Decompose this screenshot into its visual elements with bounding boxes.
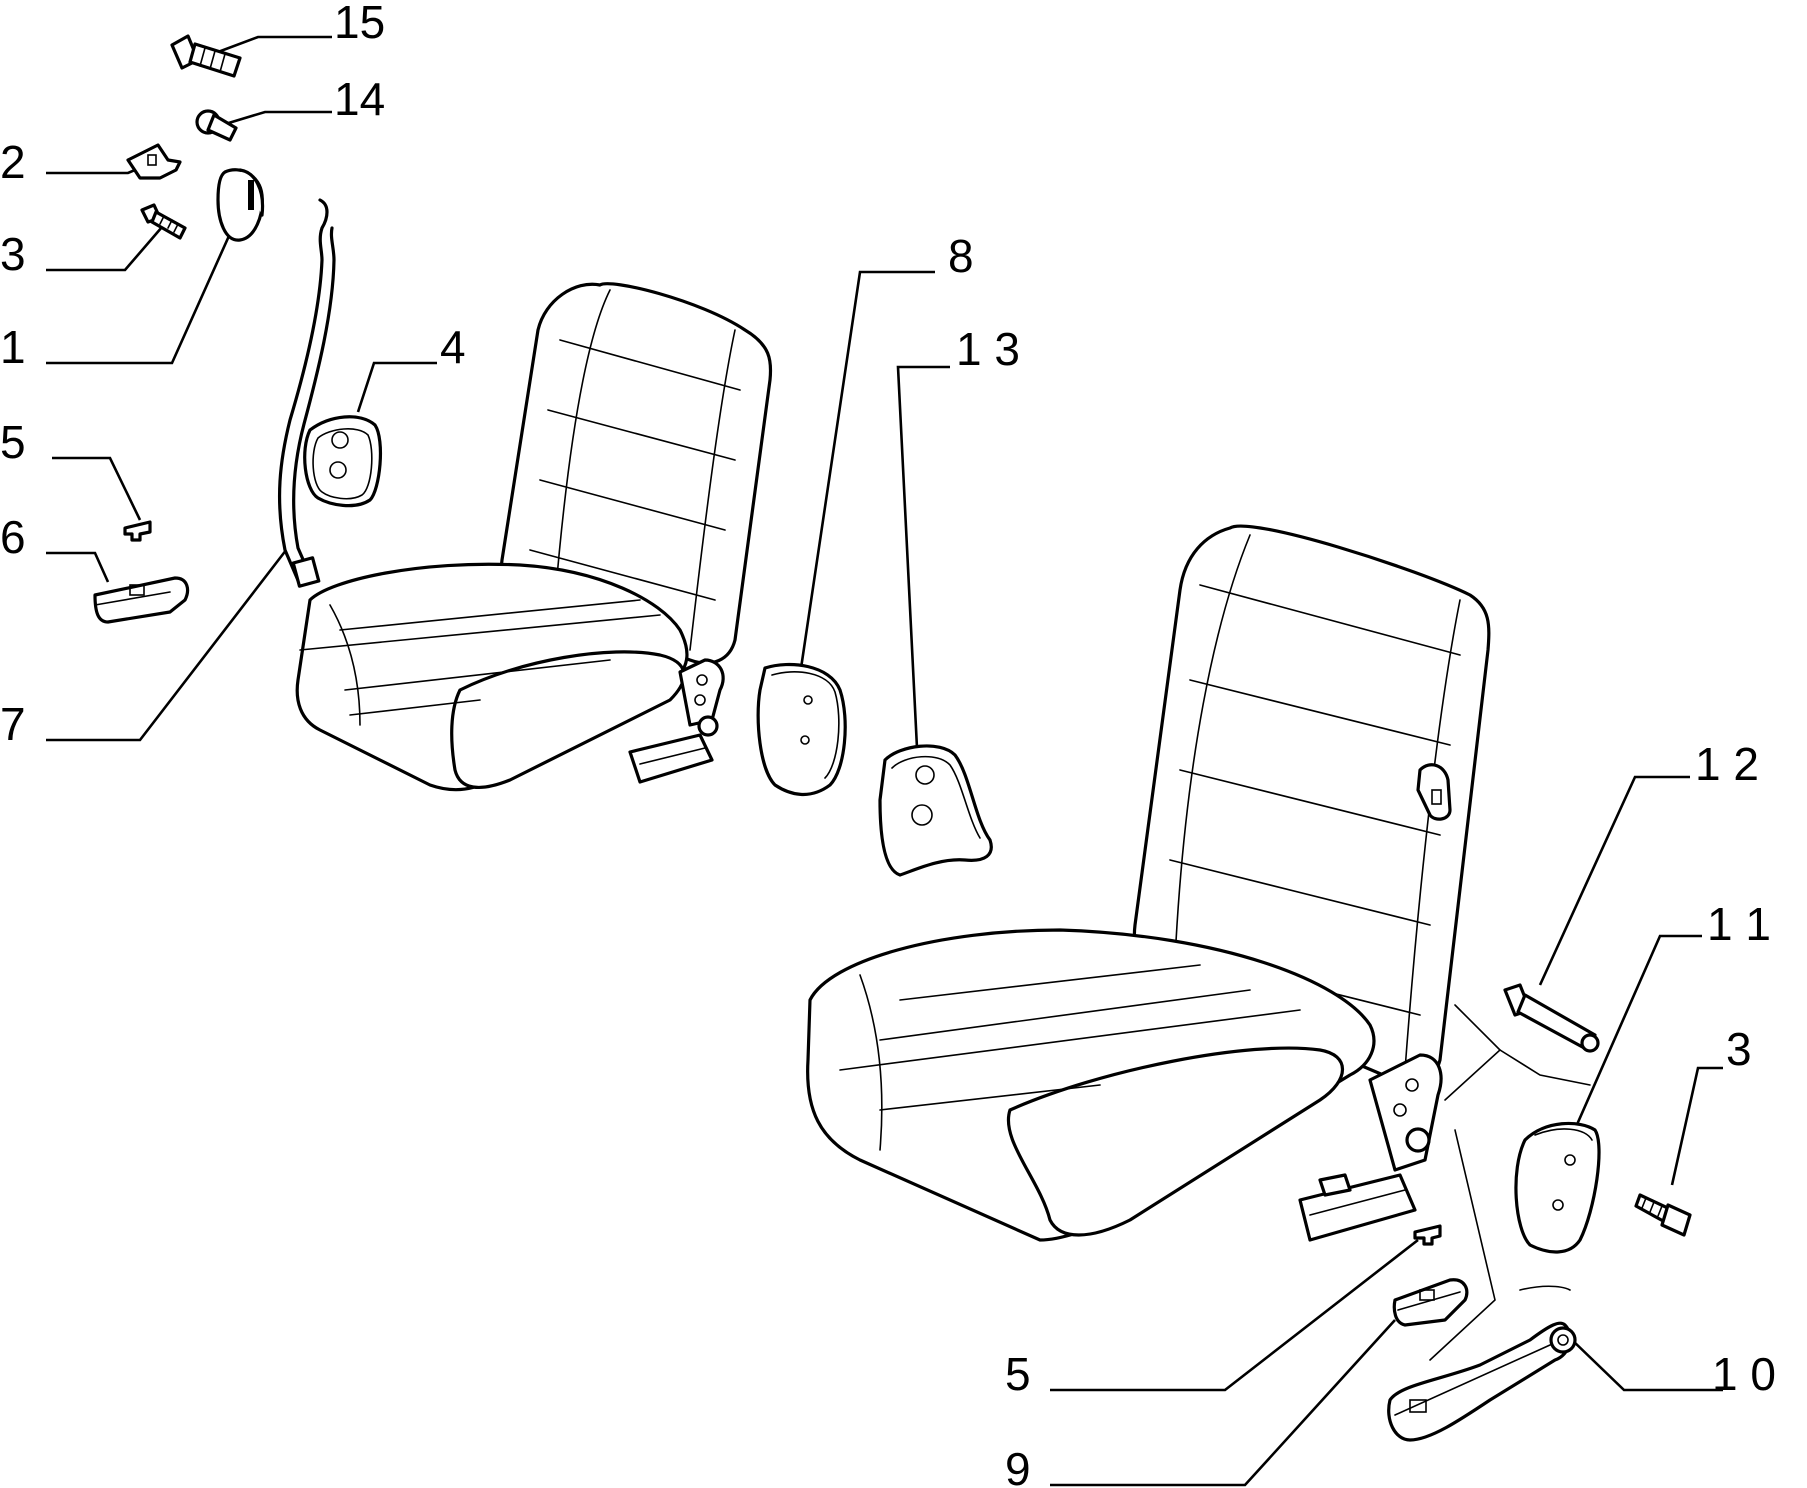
part-10-lever xyxy=(1387,1321,1577,1442)
callout-15: 15 xyxy=(334,0,385,48)
callout-1: 1 xyxy=(0,321,26,373)
callout-3: 3 xyxy=(0,228,26,280)
leader-lines xyxy=(46,35,1723,1487)
part-3-screw-right xyxy=(1634,1193,1692,1237)
callout-5-right: 5 xyxy=(1005,1348,1031,1400)
callout-2: 2 xyxy=(0,136,26,188)
callout-3-right: 3 xyxy=(1726,1023,1752,1075)
part-14-plug xyxy=(195,109,238,142)
callout-8: 8 xyxy=(948,230,974,282)
part-5-clip-right xyxy=(1413,1224,1442,1246)
part-13-trim-cover xyxy=(878,744,993,877)
part-2-clip xyxy=(126,143,182,180)
callout-11: 1 1 xyxy=(1707,898,1771,950)
left-seat xyxy=(295,282,773,792)
callout-7: 7 xyxy=(0,698,26,750)
callout-12: 1 2 xyxy=(1695,738,1759,790)
part-5-clip-small xyxy=(123,520,152,542)
callout-14: 14 xyxy=(334,73,385,125)
part-4-trim-cover xyxy=(303,415,383,508)
part-15-bolt xyxy=(170,34,242,78)
callout-6: 6 xyxy=(0,511,26,563)
assembly-lines xyxy=(1429,1004,1591,1361)
callout-10: 1 0 xyxy=(1712,1348,1776,1400)
part-9-cover xyxy=(1392,1278,1469,1327)
part-6-cover xyxy=(93,576,190,624)
part-8-plate xyxy=(756,662,847,796)
callout-5: 5 xyxy=(0,416,26,468)
part-7-belt-cable xyxy=(277,198,336,588)
callout-4: 4 xyxy=(440,321,466,373)
right-seat xyxy=(806,524,1491,1242)
callout-13: 1 3 xyxy=(956,323,1020,375)
part-11-plate xyxy=(1514,1121,1601,1254)
part-1-knob xyxy=(216,168,265,242)
part-3-screw xyxy=(140,203,187,240)
callout-9: 9 xyxy=(1005,1443,1031,1488)
part-12-pin xyxy=(1503,983,1600,1053)
